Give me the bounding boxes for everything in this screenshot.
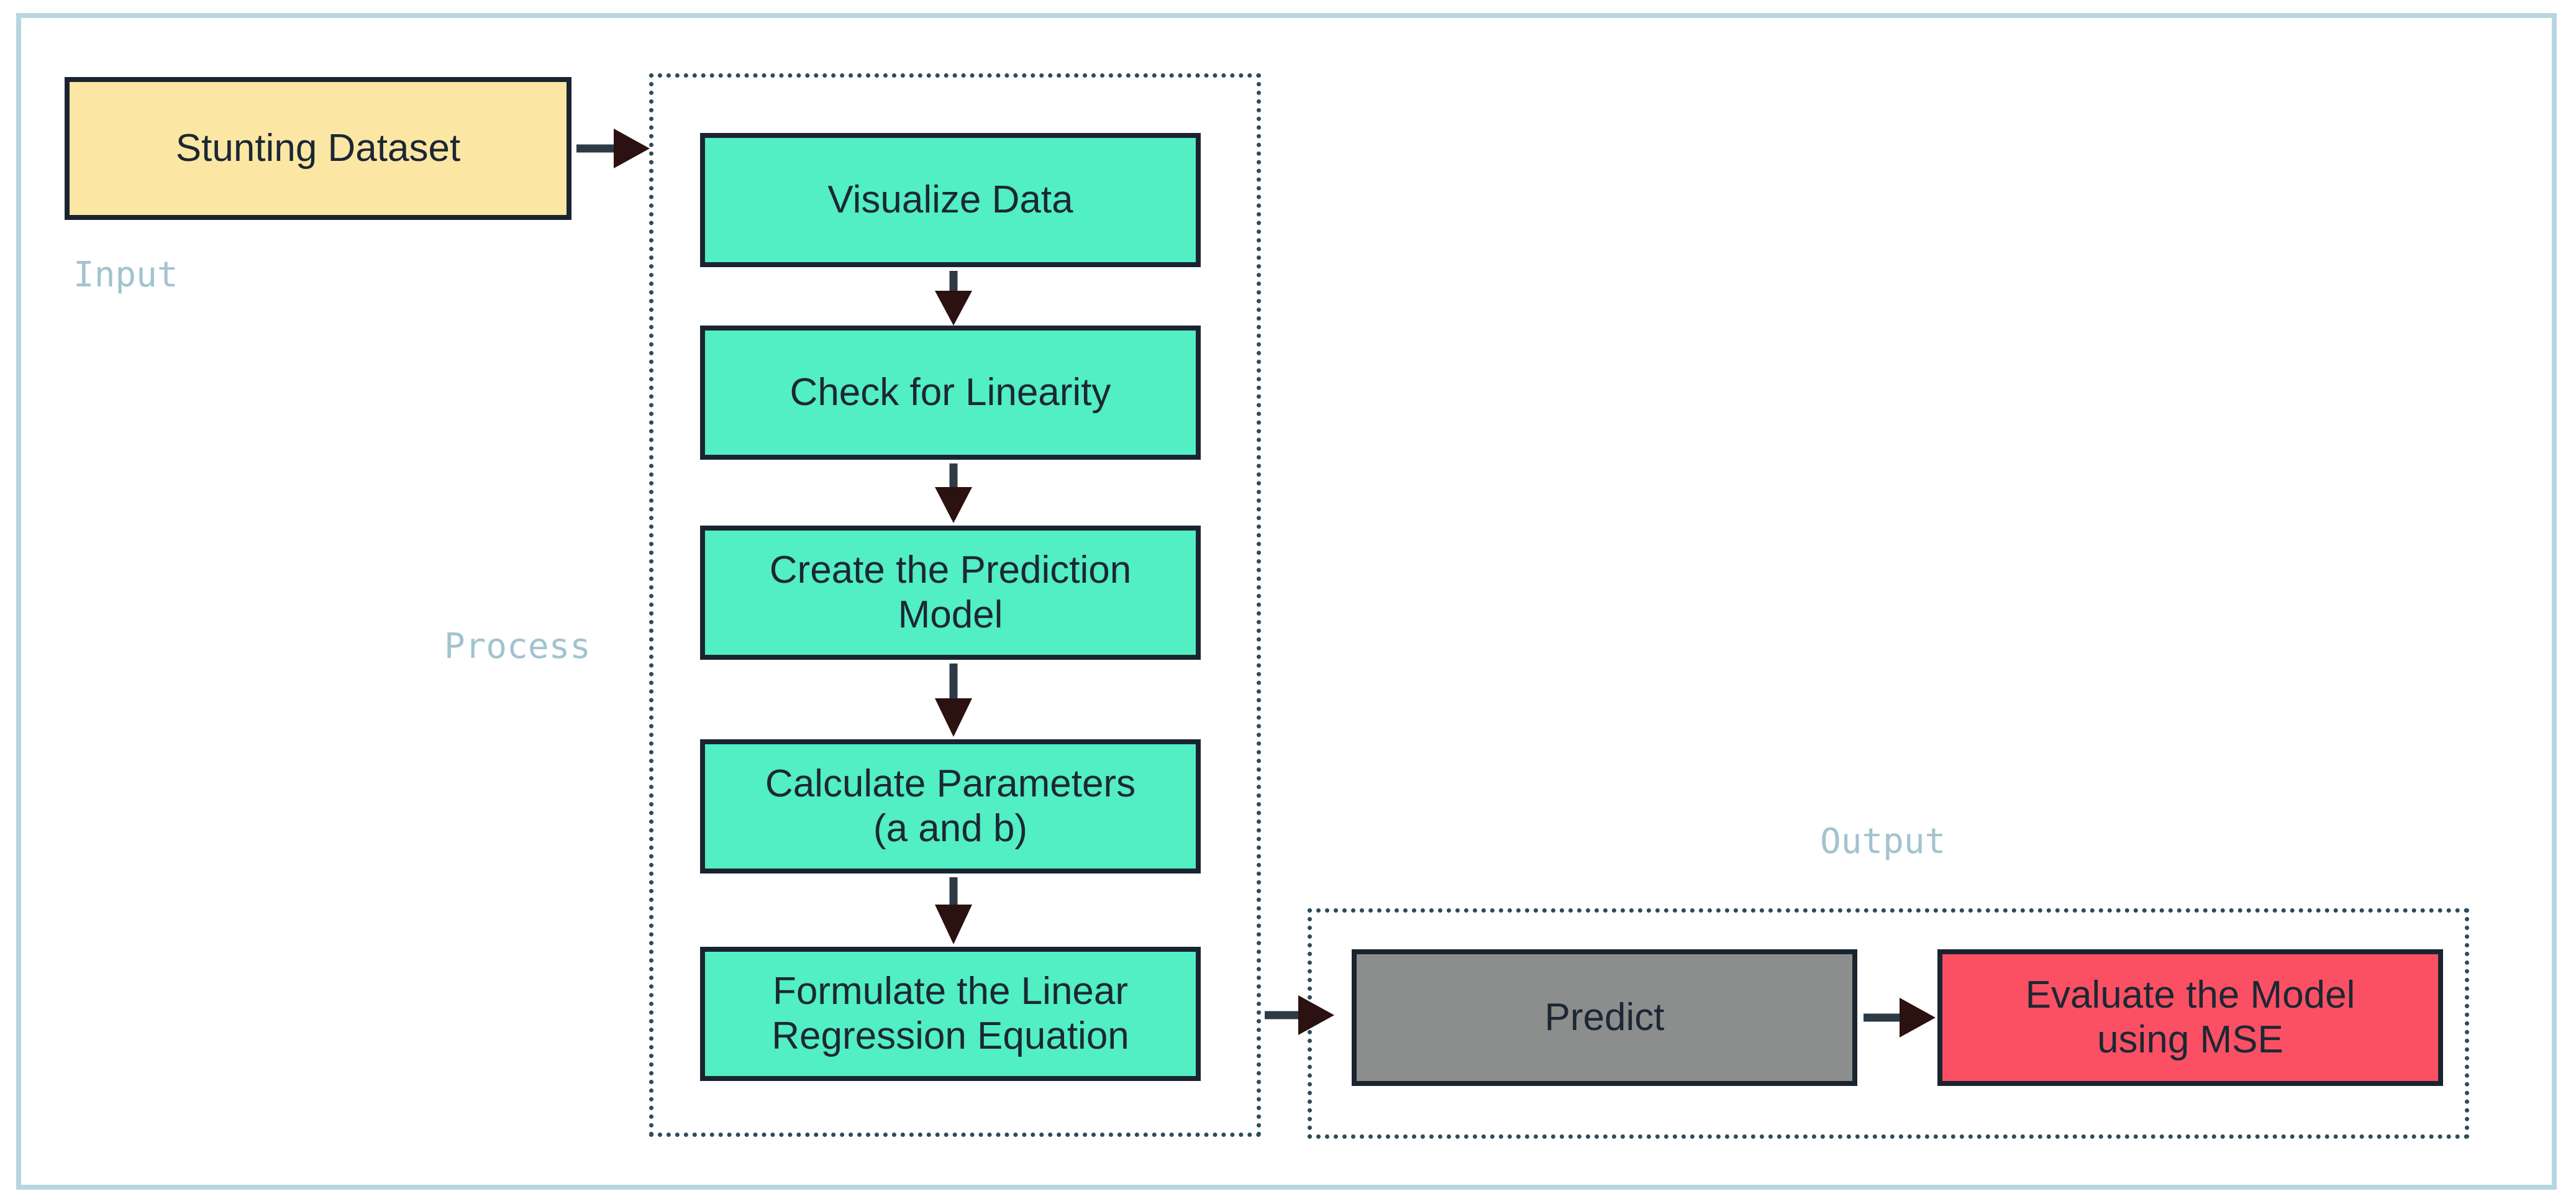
output-section-label: Output (1820, 821, 1946, 862)
process-step-node: Formulate the Linear Regression Equation (700, 947, 1201, 1081)
process-section-label: Process (444, 626, 591, 667)
process-step-label: Check for Linearity (790, 371, 1111, 414)
input-node: Stunting Dataset (65, 77, 571, 220)
process-step-node: Check for Linearity (700, 326, 1201, 460)
process-step-label: Calculate Parameters (a and b) (765, 762, 1136, 850)
process-step-node: Calculate Parameters (a and b) (700, 739, 1201, 873)
evaluate-node-label: Evaluate the Model using MSE (2025, 974, 2355, 1061)
input-node-label: Stunting Dataset (175, 127, 461, 170)
process-step-label: Create the Prediction Model (769, 549, 1132, 636)
predict-node: Predict (1352, 949, 1857, 1086)
process-group (649, 73, 1261, 1137)
predict-node-label: Predict (1544, 996, 1665, 1039)
diagram-frame (16, 13, 2557, 1190)
evaluate-node: Evaluate the Model using MSE (1937, 949, 2443, 1086)
process-step-label: Formulate the Linear Regression Equation (771, 970, 1129, 1057)
process-step-node: Create the Prediction Model (700, 526, 1201, 660)
input-section-label: Input (73, 255, 178, 295)
process-step-node: Visualize Data (700, 133, 1201, 267)
process-step-label: Visualize Data (827, 178, 1073, 222)
